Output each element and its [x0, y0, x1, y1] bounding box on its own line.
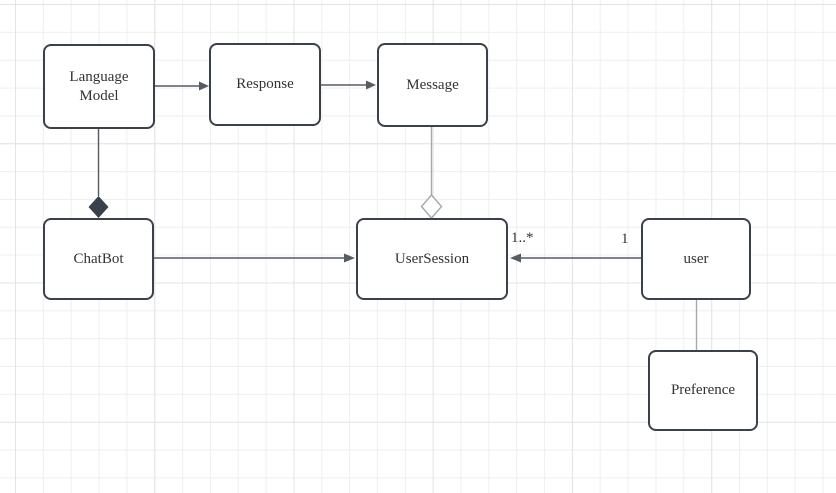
- node-language-model[interactable]: Language Model: [43, 44, 155, 129]
- arrowhead-icon: [366, 80, 376, 90]
- edge-language-model-to-chatbot-composition[interactable]: [88, 129, 109, 218]
- edge-chatbot-to-usersession[interactable]: [154, 253, 355, 263]
- node-response[interactable]: Response: [209, 43, 321, 126]
- multiplicity-label-usersession-end[interactable]: 1..*: [511, 230, 534, 246]
- filled-diamond-icon: [88, 196, 109, 218]
- arrowhead-icon: [510, 253, 521, 263]
- node-label: UserSession: [394, 250, 470, 267]
- node-user[interactable]: user: [641, 218, 751, 300]
- edge-response-to-message[interactable]: [321, 80, 376, 90]
- edge-message-to-usersession-aggregation[interactable]: [420, 127, 443, 220]
- arrowhead-icon: [344, 253, 355, 263]
- node-label: Response: [236, 76, 294, 93]
- hollow-diamond-icon: [420, 193, 443, 220]
- edge-user-to-usersession[interactable]: [510, 253, 641, 263]
- node-label: Language Model: [69, 68, 129, 104]
- multiplicity-label-user-end[interactable]: 1: [621, 231, 629, 247]
- edge-language-model-to-response[interactable]: [155, 81, 209, 91]
- arrowhead-icon: [199, 81, 209, 91]
- node-label: Message: [406, 76, 459, 93]
- node-chatbot[interactable]: ChatBot: [43, 218, 154, 300]
- node-label: Preference: [670, 382, 736, 399]
- node-label: user: [683, 250, 709, 267]
- node-preference[interactable]: Preference: [648, 350, 758, 431]
- node-label: ChatBot: [73, 250, 124, 267]
- node-usersession[interactable]: UserSession: [356, 218, 508, 300]
- node-message[interactable]: Message: [377, 43, 488, 127]
